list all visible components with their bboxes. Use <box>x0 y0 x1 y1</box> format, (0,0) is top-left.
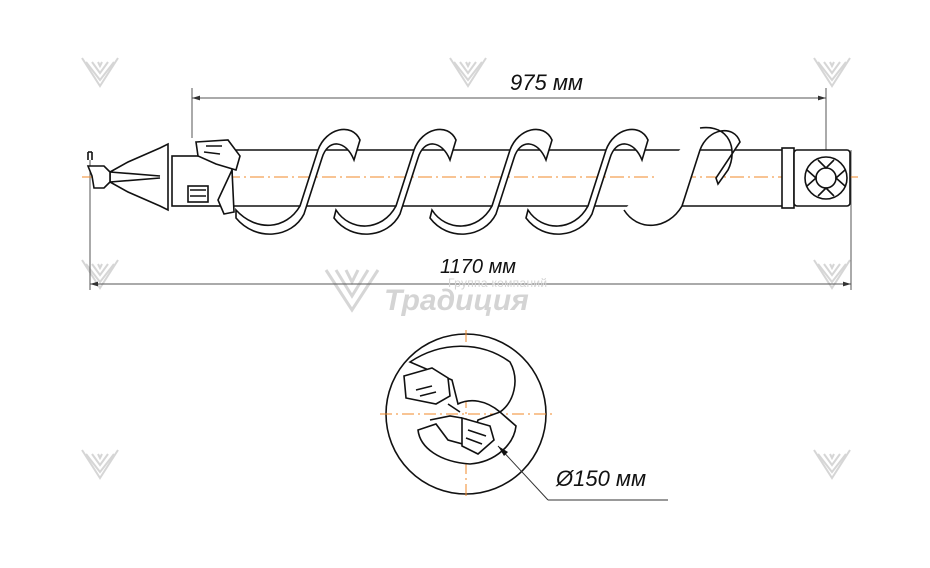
watermark-caption: Группа компаний <box>448 276 548 290</box>
cutting-head <box>86 139 241 215</box>
dimension-lines <box>89 88 852 290</box>
drive-connector <box>793 149 851 207</box>
diameter-label: Ø150 мм <box>556 466 647 491</box>
working-length-label: 975 мм <box>510 70 583 95</box>
auger-flights <box>235 126 741 235</box>
watermark-company-name: Традиция <box>384 284 529 317</box>
total-length-label: 1170 мм <box>440 256 516 278</box>
detail-view <box>380 330 668 501</box>
diameter-leader <box>497 445 549 501</box>
